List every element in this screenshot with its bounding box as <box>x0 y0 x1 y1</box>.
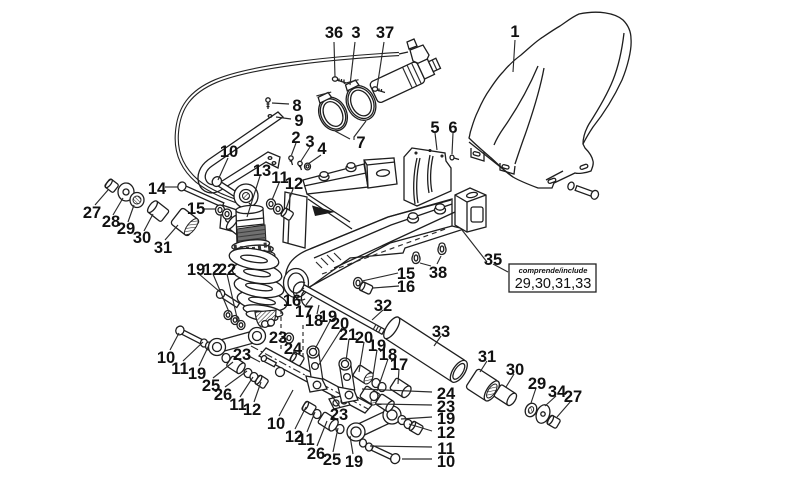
svg-text:12: 12 <box>203 261 221 279</box>
svg-text:26: 26 <box>307 445 325 463</box>
svg-text:24: 24 <box>284 340 303 358</box>
svg-text:11: 11 <box>229 396 246 414</box>
svg-text:13: 13 <box>253 162 271 180</box>
svg-text:32: 32 <box>374 297 392 315</box>
svg-text:21: 21 <box>339 326 357 344</box>
svg-text:18: 18 <box>379 346 397 364</box>
svg-text:2: 2 <box>291 129 300 147</box>
svg-text:11: 11 <box>271 169 288 187</box>
svg-text:35: 35 <box>484 251 502 269</box>
svg-text:14: 14 <box>148 180 167 198</box>
svg-text:19: 19 <box>368 337 386 355</box>
svg-text:36: 36 <box>325 24 343 42</box>
svg-text:12: 12 <box>437 424 455 442</box>
svg-text:25: 25 <box>202 377 220 395</box>
svg-text:19: 19 <box>319 308 337 326</box>
svg-text:19: 19 <box>345 453 363 471</box>
svg-text:11: 11 <box>437 440 454 458</box>
svg-text:23: 23 <box>330 406 348 424</box>
svg-text:15: 15 <box>397 265 415 283</box>
svg-text:29,30,31,33: 29,30,31,33 <box>515 276 592 292</box>
svg-text:28: 28 <box>102 213 120 231</box>
svg-text:3: 3 <box>351 24 360 42</box>
svg-text:24: 24 <box>437 385 456 403</box>
svg-text:27: 27 <box>564 388 582 406</box>
svg-text:23: 23 <box>233 346 251 364</box>
svg-text:7: 7 <box>356 134 365 152</box>
svg-text:1: 1 <box>510 23 519 41</box>
svg-text:10: 10 <box>157 349 175 367</box>
svg-text:34: 34 <box>548 383 567 401</box>
svg-text:16: 16 <box>283 292 301 310</box>
svg-text:23: 23 <box>269 329 287 347</box>
svg-text:15: 15 <box>187 200 205 218</box>
svg-text:4: 4 <box>317 140 327 158</box>
svg-text:11: 11 <box>297 431 314 449</box>
svg-text:38: 38 <box>429 264 447 282</box>
svg-text:17: 17 <box>390 356 408 374</box>
svg-text:3: 3 <box>305 133 314 151</box>
svg-text:29: 29 <box>528 375 546 393</box>
svg-text:10: 10 <box>267 415 285 433</box>
svg-text:27: 27 <box>83 204 101 222</box>
svg-text:29: 29 <box>117 220 135 238</box>
svg-text:33: 33 <box>432 323 450 341</box>
svg-text:12: 12 <box>285 175 303 193</box>
svg-text:25: 25 <box>323 451 341 469</box>
svg-text:20: 20 <box>331 315 349 333</box>
svg-text:19: 19 <box>187 261 205 279</box>
svg-text:19: 19 <box>437 410 455 428</box>
svg-text:30: 30 <box>506 361 524 379</box>
svg-text:8: 8 <box>292 97 301 115</box>
svg-text:17: 17 <box>295 303 313 321</box>
svg-text:31: 31 <box>154 239 172 257</box>
svg-text:20: 20 <box>355 329 373 347</box>
svg-text:11: 11 <box>171 360 188 378</box>
svg-text:26: 26 <box>214 386 232 404</box>
svg-text:12: 12 <box>285 428 303 446</box>
svg-text:31: 31 <box>478 348 496 366</box>
svg-text:16: 16 <box>397 278 415 296</box>
svg-text:10: 10 <box>437 453 455 471</box>
svg-text:comprende/include: comprende/include <box>519 266 588 275</box>
svg-text:37: 37 <box>376 24 394 42</box>
svg-text:23: 23 <box>437 398 455 416</box>
svg-text:5: 5 <box>430 119 439 137</box>
svg-text:6: 6 <box>448 119 457 137</box>
svg-text:12: 12 <box>243 401 261 419</box>
svg-text:19: 19 <box>188 365 206 383</box>
svg-text:10: 10 <box>220 143 238 161</box>
svg-text:18: 18 <box>305 312 323 330</box>
svg-text:30: 30 <box>133 229 151 247</box>
svg-text:9: 9 <box>294 112 303 130</box>
svg-text:22: 22 <box>218 261 236 279</box>
